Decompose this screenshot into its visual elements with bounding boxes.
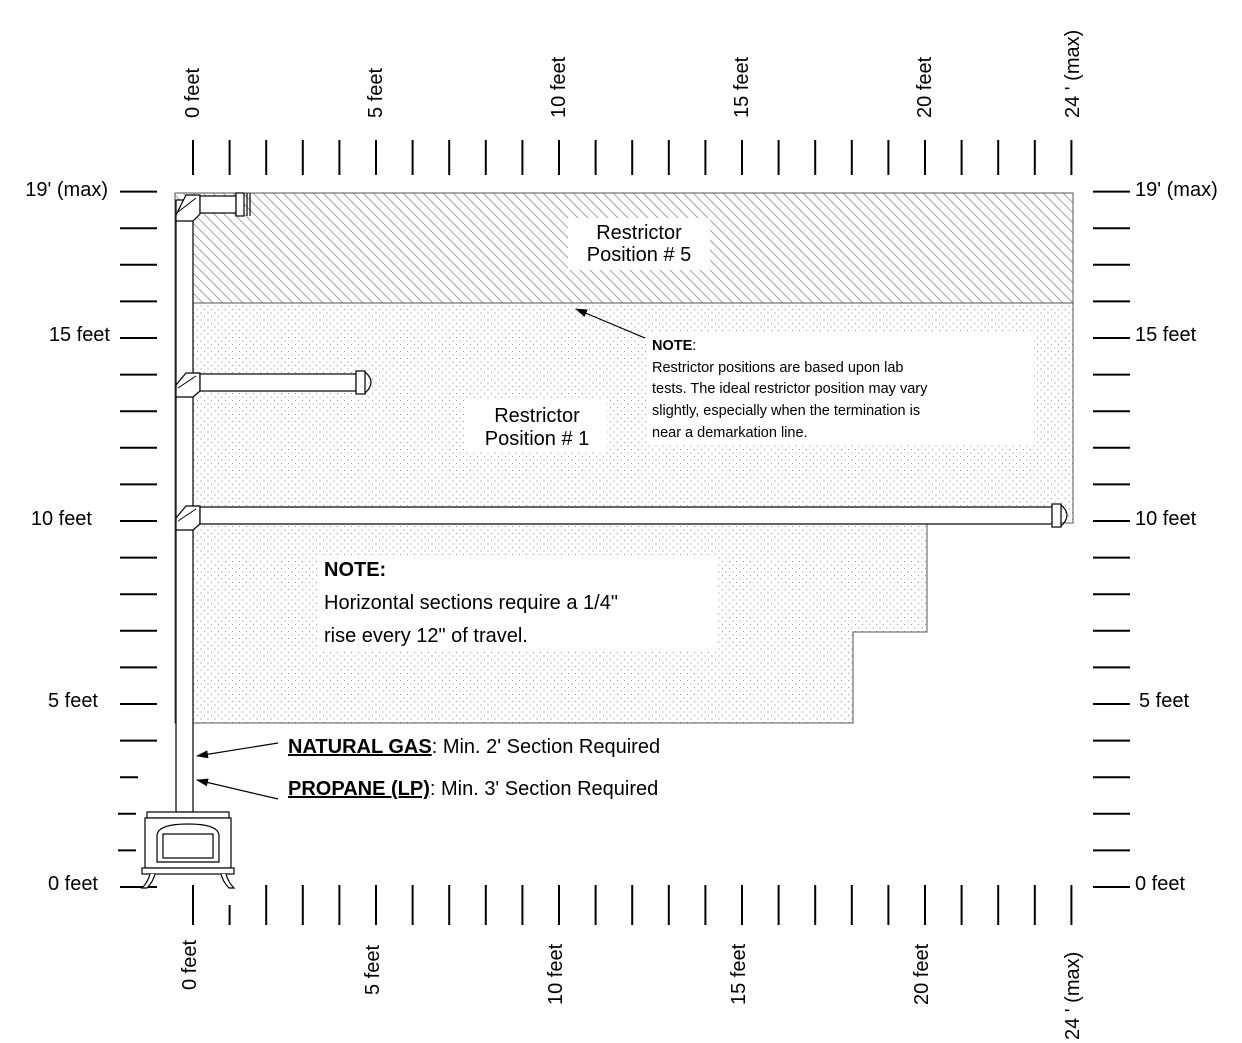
- horizontal-note-heading: NOTE:: [324, 559, 386, 581]
- right-label-15: 15 feet: [1135, 324, 1197, 346]
- top-label-15: 15 feet: [731, 56, 753, 118]
- top-label-10: 10 feet: [548, 56, 570, 118]
- horizontal-note-line-2: rise every 12" of travel.: [324, 625, 528, 647]
- restrictor-note-heading: NOTE:: [652, 338, 696, 354]
- right-label-0: 0 feet: [1135, 873, 1185, 895]
- restrictor-5-line1: Restrictor: [596, 222, 682, 244]
- note-arrow: [575, 308, 646, 339]
- left-label-19-max: 19' (max): [25, 179, 108, 201]
- restrictor-5-label: Restrictor Position # 5: [568, 218, 710, 270]
- top-label-24-max: 24 ' (max): [1062, 30, 1084, 118]
- restrictor-note-line-2: tests. The ideal restrictor position may…: [652, 381, 928, 397]
- horizontal-rise-note: NOTE: Horizontal sections require a 1/4"…: [318, 555, 718, 650]
- bottom-tick-marks: [192, 885, 1073, 925]
- vent-run-19ft: [175, 192, 251, 222]
- stove-icon: [140, 811, 236, 889]
- natural-gas-requirement: NATURAL GAS: Min. 2' Section Required: [288, 736, 660, 758]
- right-label-19-max: 19' (max): [1135, 179, 1218, 201]
- left-label-15: 15 feet: [49, 324, 111, 346]
- propane-arrow: [196, 778, 279, 800]
- restrictor-note-line-3: slightly, especially when the terminatio…: [652, 403, 920, 419]
- left-label-5: 5 feet: [48, 690, 98, 712]
- bottom-label-15: 15 feet: [728, 943, 750, 1005]
- restrictor-5-line2: Position # 5: [587, 244, 692, 266]
- horizontal-note-line-1: Horizontal sections require a 1/4": [324, 592, 618, 614]
- restrictor-1-label: Restrictor Position # 1: [465, 400, 607, 452]
- top-tick-marks: [192, 140, 1073, 175]
- vent-run-14ft: [175, 370, 372, 398]
- bottom-label-5: 5 feet: [362, 945, 384, 995]
- restrictor-1-line1: Restrictor: [494, 405, 580, 427]
- right-label-5: 5 feet: [1139, 690, 1189, 712]
- right-label-10: 10 feet: [1135, 508, 1197, 530]
- restrictor-1-line2: Position # 1: [485, 428, 590, 450]
- top-label-5: 5 feet: [365, 68, 387, 118]
- left-tick-marks: [118, 190, 157, 888]
- propane-requirement: PROPANE (LP): Min. 3' Section Required: [288, 778, 658, 800]
- bottom-label-20: 20 feet: [911, 943, 933, 1005]
- bottom-label-10: 10 feet: [545, 943, 567, 1005]
- top-label-0: 0 feet: [182, 68, 204, 118]
- natural-gas-arrow: [196, 742, 279, 759]
- restrictor-note-line-4: near a demarkation line.: [652, 425, 808, 441]
- bottom-label-0: 0 feet: [179, 940, 201, 990]
- restrictor-note-line-1: Restrictor positions are based upon lab: [652, 360, 903, 376]
- left-label-10: 10 feet: [31, 508, 93, 530]
- left-label-0: 0 feet: [48, 873, 98, 895]
- top-label-20: 20 feet: [914, 56, 936, 118]
- restrictor-note: NOTE: Restrictor positions are based upo…: [648, 332, 1034, 444]
- bottom-label-24-max: 24 ' (max): [1062, 952, 1084, 1040]
- vent-run-10ft: [175, 503, 1068, 531]
- right-tick-marks: [1093, 190, 1130, 888]
